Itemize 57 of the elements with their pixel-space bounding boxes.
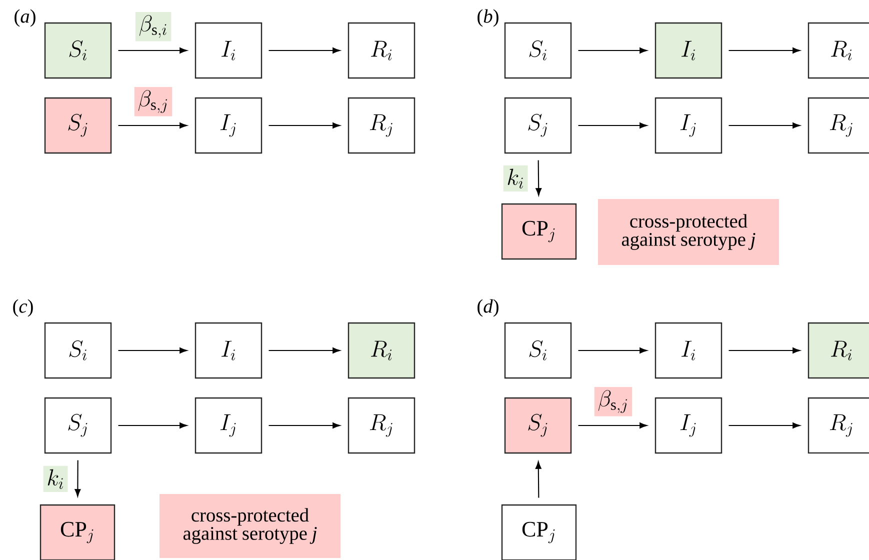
arrow: [728, 48, 800, 54]
compartment-box: $S_{i}$: [44, 322, 112, 379]
panel-label: (c): [13, 299, 33, 317]
compartment-box: $I_{j}$: [654, 397, 722, 454]
compartment-box: $R_{j}$: [808, 397, 869, 454]
compartment-box: $I_{i}$: [194, 22, 262, 79]
arrow: [728, 422, 800, 428]
compartment-box: $S_{j}$: [44, 397, 112, 454]
arrow: [268, 48, 340, 54]
arrow: [536, 160, 542, 196]
compartment-box: $R_{i}$: [808, 322, 869, 379]
compartment-box: $I_{i}$: [654, 322, 722, 379]
edge-label: $\beta_{\mathrm{s},j}$: [134, 87, 172, 116]
arrow: [118, 422, 188, 428]
compartment-box: $S_{i}$: [44, 22, 112, 79]
arrow: [118, 48, 188, 54]
edge-label: $k_{i}$: [503, 165, 528, 192]
arrow: [578, 422, 648, 428]
arrow: [118, 348, 188, 354]
note-box: cross-protected against serotypej: [160, 494, 340, 558]
compartment-box: $I_{j}$: [194, 97, 262, 154]
compartment-box: $S_{i}$: [504, 22, 572, 79]
panel-label: (a): [14, 9, 36, 27]
arrow: [268, 348, 340, 354]
compartment-box: $\mathrm{CP}_{j}$: [501, 203, 577, 260]
compartment-box: $R_{j}$: [348, 97, 416, 154]
compartment-box: $I_{i}$: [194, 322, 262, 379]
compartment-box: $I_{j}$: [654, 97, 722, 154]
arrow: [74, 460, 81, 497]
compartment-box: $R_{j}$: [808, 97, 869, 154]
compartment-box: $I_{j}$: [194, 397, 262, 454]
edge-label: $\beta_{\mathrm{s},j}$: [594, 387, 632, 416]
compartment-box: $R_{i}$: [808, 22, 869, 79]
compartment-box: $\mathrm{CP}_{j}$: [501, 504, 577, 560]
compartment-box: $I_{i}$: [654, 22, 722, 79]
note-box: cross-protected against serotypej: [598, 199, 779, 265]
arrow: [535, 461, 542, 498]
compartment-box: $S_{j}$: [504, 97, 572, 154]
compartment-box: $S_{j}$: [504, 397, 572, 454]
arrow: [728, 122, 800, 128]
panel-label: (b): [478, 9, 498, 27]
arrow: [728, 348, 800, 354]
edge-label: $\beta_{\mathrm{s},i}$: [135, 12, 172, 42]
arrow: [268, 122, 340, 128]
arrow: [578, 48, 648, 54]
compartment-box: $S_{i}$: [504, 322, 572, 379]
arrow: [268, 422, 340, 428]
panel-label: (d): [478, 299, 498, 317]
edge-label: $k_{i}$: [43, 466, 68, 492]
compartment-box: $S_{j}$: [44, 97, 112, 154]
compartment-box: $R_{i}$: [348, 322, 416, 379]
arrow: [578, 122, 648, 128]
compartment-box: $R_{i}$: [348, 22, 416, 79]
arrow: [118, 122, 188, 128]
compartment-box: $\mathrm{CP}_{j}$: [40, 504, 116, 560]
arrow: [578, 348, 648, 354]
compartment-box: $R_{j}$: [348, 397, 416, 454]
